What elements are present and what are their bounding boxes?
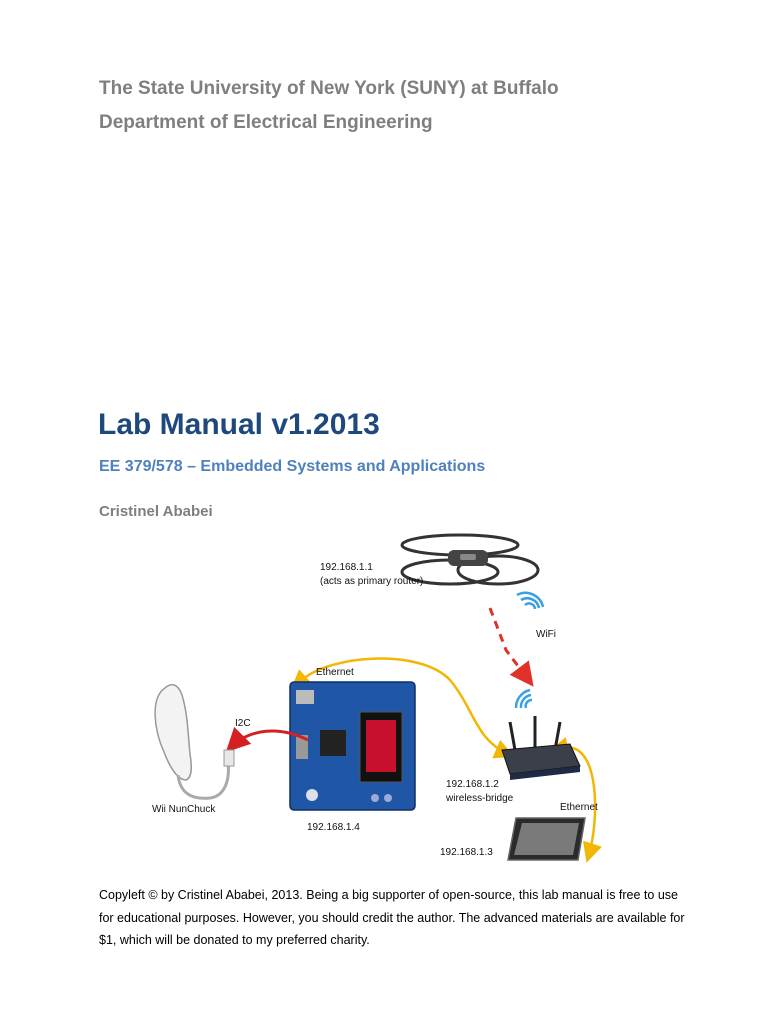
router-icon <box>501 716 581 780</box>
wifi-signal-icon-bridge <box>514 688 533 709</box>
wifi-label: WiFi <box>536 629 556 640</box>
course-subtitle: EE 379/578 – Embedded Systems and Applic… <box>99 458 486 475</box>
laptop-ip-label: 192.168.1.3 <box>440 847 493 858</box>
wifi-signal-icon <box>516 591 545 610</box>
board-ip-label: 192.168.1.4 <box>307 822 360 833</box>
copyleft-notice: Copyleft © by Cristinel Ababei, 2013. Be… <box>99 888 685 947</box>
bridge-ip-label: 192.168.1.2 <box>446 779 499 790</box>
network-diagram-svg: 192.168.1.1 (acts as primary router) WiF… <box>152 533 603 863</box>
i2c-label: I2C <box>235 718 251 729</box>
laptop-icon <box>507 817 586 861</box>
dev-board-icon <box>289 681 416 811</box>
nunchuck-label: Wii NunChuck <box>152 804 216 815</box>
wifi-link-arrow <box>488 607 534 687</box>
ethernet-bottom-label: Ethernet <box>560 802 598 813</box>
i2c-link-arrow <box>225 726 309 753</box>
drone-note-label: (acts as primary router) <box>320 576 423 587</box>
nunchuck-icon <box>154 683 235 800</box>
bridge-note-label: wireless-bridge <box>445 793 514 804</box>
department-heading: Department of Electrical Engineering <box>99 112 433 133</box>
author-name: Cristinel Ababei <box>99 503 213 520</box>
institution-heading: The State University of New York (SUNY) … <box>99 78 559 99</box>
ethernet-top-label: Ethernet <box>316 667 354 678</box>
ethernet-cable-top <box>290 657 515 759</box>
network-diagram: 192.168.1.1 (acts as primary router) WiF… <box>130 530 630 865</box>
drone-icon <box>400 533 540 586</box>
ethernet-cable-bottom <box>548 737 603 863</box>
drone-ip-label: 192.168.1.1 <box>320 562 373 573</box>
page-title: Lab Manual v1.2013 <box>98 408 380 441</box>
